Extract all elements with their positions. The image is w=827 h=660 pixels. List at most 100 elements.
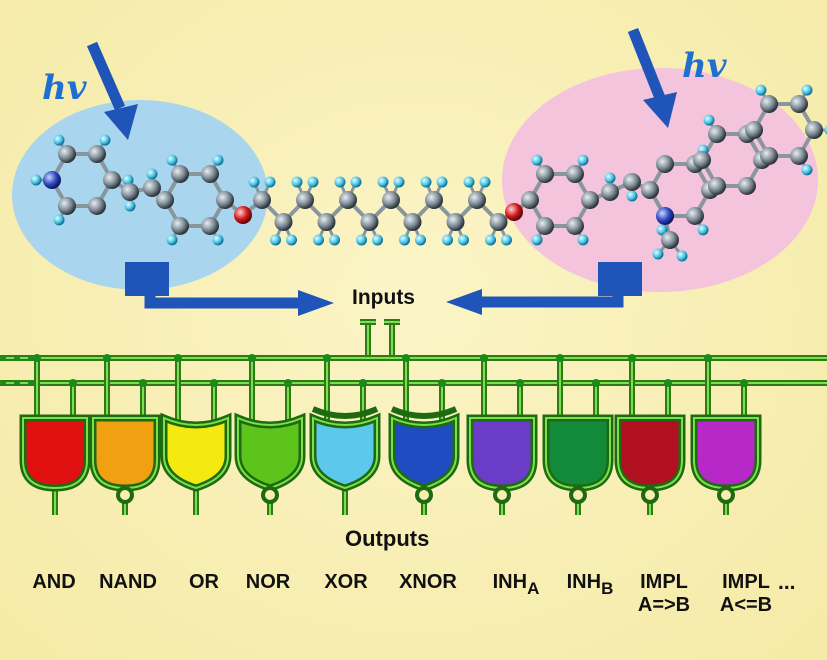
hydrogen-atom	[801, 164, 813, 176]
hydrogen-atom	[146, 168, 158, 180]
hydrogen-atom	[676, 250, 688, 262]
carbon-atom	[103, 171, 121, 189]
carbon-atom	[601, 183, 619, 201]
hydrogen-atom	[577, 154, 589, 166]
hydrogen-atom	[479, 176, 491, 188]
photon-arrow-right	[627, 27, 666, 101]
junction-dot	[592, 379, 600, 387]
carbon-atom	[121, 183, 139, 201]
logic-gate	[542, 414, 614, 492]
hydrogen-atom	[329, 234, 340, 246]
carbon-atom	[805, 121, 823, 139]
hydrogen-atom	[463, 176, 475, 188]
logic-gate-outline	[237, 416, 303, 490]
junction-dot	[516, 379, 524, 387]
carbon-atom	[216, 191, 234, 209]
hydrogen-atom	[485, 234, 496, 246]
carbon-atom	[156, 191, 174, 209]
carbon-atom	[581, 191, 599, 209]
logic-gate-outline	[22, 417, 88, 490]
carbon-atom	[708, 125, 726, 144]
hydrogen-atom	[377, 176, 389, 188]
carbon-atom	[738, 176, 756, 195]
carbon-atom	[661, 231, 679, 249]
hydrogen-atom	[122, 174, 134, 186]
gate-label: XOR	[324, 571, 368, 593]
hydrogen-atom	[393, 176, 405, 188]
gate-label: AND	[32, 571, 76, 593]
logic-gate	[614, 414, 686, 492]
logic-gate-outline	[312, 416, 378, 490]
hydrogen-atom	[334, 176, 346, 188]
hydrogen-atom	[531, 154, 543, 166]
oxygen-atom	[234, 206, 252, 224]
hydrogen-atom	[291, 176, 303, 188]
carbon-atom	[425, 191, 443, 209]
junction-dot	[556, 354, 564, 362]
hydrogen-atom	[501, 234, 512, 246]
photon-label-right: hv	[682, 46, 727, 86]
logic-gate	[89, 414, 161, 492]
negation-bubble	[415, 486, 433, 504]
logic-gate-outline	[163, 416, 229, 490]
junction-dot	[664, 379, 672, 387]
carbon-atom	[58, 145, 76, 164]
carbon-atom	[489, 213, 508, 231]
hydrogen-atom	[53, 134, 65, 146]
negation-bubble	[641, 486, 659, 504]
junction-dot	[103, 354, 111, 362]
carbon-atom	[536, 216, 554, 235]
carbon-atom	[693, 151, 711, 169]
junction-dot	[359, 379, 367, 387]
negation-bubble	[493, 486, 511, 504]
hydrogen-atom	[166, 234, 178, 246]
logic-gate	[690, 414, 762, 492]
logic-gate	[19, 414, 91, 492]
carbon-atom	[566, 165, 584, 184]
oxygen-atom	[505, 203, 523, 221]
carbon-atom	[143, 179, 161, 197]
inputs-label: Inputs	[352, 286, 415, 309]
outputs-label: Outputs	[345, 526, 430, 551]
junction-dot	[284, 379, 292, 387]
junction-dot	[174, 354, 182, 362]
hydrogen-atom	[697, 224, 709, 236]
carbon-atom	[58, 196, 76, 215]
hydrogen-atom	[166, 154, 178, 166]
carbon-atom	[382, 191, 400, 209]
hydrogen-atom	[372, 234, 383, 246]
photon-label-left: hv	[42, 68, 87, 108]
hydrogen-atom	[124, 200, 136, 212]
carbon-atom	[708, 176, 726, 195]
logic-gate	[466, 414, 538, 492]
bus-dot	[0, 355, 6, 361]
xor-arc	[390, 406, 458, 419]
hydrogen-atom	[53, 214, 65, 226]
carbon-atom	[171, 165, 189, 184]
junction-dot	[740, 379, 748, 387]
hydrogen-atom	[212, 234, 224, 246]
gate-label: NOR	[245, 571, 291, 593]
input-arrow-left	[144, 290, 300, 309]
carbon-atom	[641, 181, 659, 199]
negation-bubble	[569, 486, 587, 504]
carbon-atom	[88, 145, 106, 164]
carbon-atom	[88, 196, 106, 215]
carbon-atom	[521, 191, 539, 209]
hydrogen-atom	[755, 84, 767, 96]
junction-dot	[628, 354, 636, 362]
hydrogen-atom	[442, 234, 453, 246]
gate-label: OR	[189, 571, 219, 593]
hydrogen-atom	[531, 234, 543, 246]
carbon-atom	[360, 213, 379, 231]
carbon-atom	[339, 191, 357, 209]
hydrogen-atom	[458, 234, 469, 246]
logic-gate-outline	[391, 416, 457, 490]
carbon-atom	[317, 213, 336, 231]
junction-dot	[480, 354, 488, 362]
input-arrow-left-head	[298, 290, 334, 316]
left-region	[12, 100, 268, 290]
